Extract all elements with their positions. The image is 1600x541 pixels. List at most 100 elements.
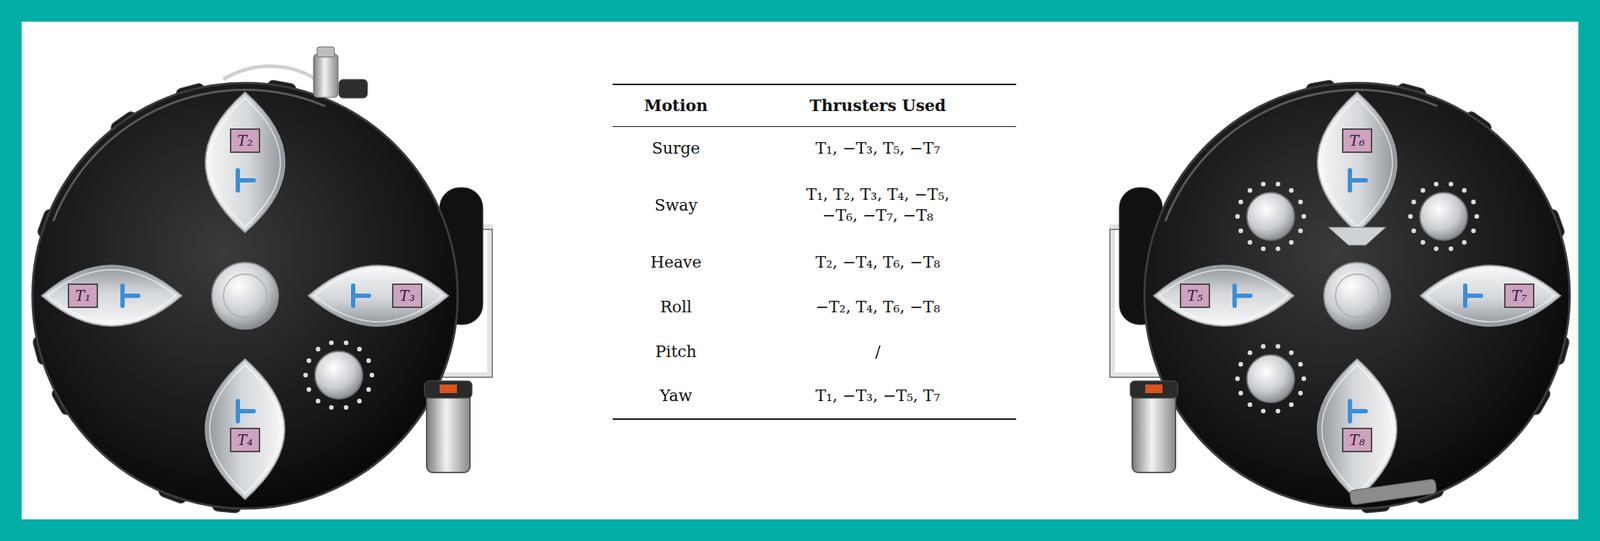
battery-canister <box>1130 380 1178 473</box>
led-dot <box>1298 390 1303 395</box>
table-cell: Thrusters Used <box>739 84 1017 127</box>
battery-cap <box>424 380 473 398</box>
led-dot <box>1261 343 1266 349</box>
pod-rim <box>314 269 443 322</box>
led-dot <box>343 340 349 345</box>
robot-body <box>1144 82 1570 509</box>
table-row: MotionThrusters Used <box>612 84 1017 127</box>
thruster-icon <box>1465 285 1482 306</box>
pod-shell <box>41 265 182 326</box>
table-cell: T₁, −T₃, T₅, −T₇ <box>739 126 1017 171</box>
led-dot <box>315 398 320 403</box>
led-dot <box>1275 343 1280 349</box>
thruster-label: T₄ <box>229 427 261 452</box>
table-cell: T₁, −T₃, −T₅, T₇ <box>739 374 1017 419</box>
thruster-label: T₃ <box>392 283 423 308</box>
led-dot <box>366 387 371 392</box>
top-connector <box>223 46 368 99</box>
led-dot <box>1238 390 1243 395</box>
thruster-id: T₄ <box>237 431 253 448</box>
led-dot <box>1288 240 1293 245</box>
motion-name: Heave <box>650 252 702 271</box>
led-dot <box>366 358 371 363</box>
motion-name: Roll <box>660 297 692 316</box>
light-lens <box>1419 192 1468 240</box>
center-disc <box>211 262 279 329</box>
motion-name: Surge <box>651 139 700 158</box>
table-row: Roll−T₂, T₄, T₆, −T₈ <box>612 284 1017 330</box>
pod-shell <box>1420 265 1561 326</box>
center-disc <box>1323 262 1391 329</box>
led-dot <box>1261 246 1266 251</box>
thruster-list: T₂, −T₄, T₆, −T₈ <box>815 252 940 271</box>
pod-shell <box>205 92 285 233</box>
thruster-list: T₁, −T₃, T₅, −T₇ <box>815 139 940 158</box>
thruster-pod <box>1153 265 1294 326</box>
led-dot <box>1461 188 1466 193</box>
thruster-icon <box>1349 170 1366 191</box>
led-dot <box>1470 228 1476 233</box>
led-dot <box>1247 240 1252 245</box>
thruster-label: T₇ <box>1504 283 1535 308</box>
light-ring <box>1235 343 1306 413</box>
led-dot <box>1434 246 1439 251</box>
pod-rim <box>1159 269 1288 322</box>
battery-body <box>1132 385 1176 473</box>
led-dot <box>1448 246 1453 251</box>
thruster-label: T₅ <box>1179 283 1211 308</box>
led-dot <box>1448 181 1453 186</box>
light-ring <box>1235 181 1306 251</box>
pod-rim <box>209 98 281 227</box>
thruster-id: T₈ <box>1349 431 1365 448</box>
led-dot <box>1261 181 1266 186</box>
pod-rim <box>1426 269 1555 322</box>
table-row: Heave T₂, −T₄, T₆, −T₈ <box>612 240 1017 285</box>
table-cell: Heave <box>612 240 740 285</box>
led-dot <box>1411 199 1416 204</box>
center-disc-ring <box>1335 273 1379 318</box>
led-dot <box>1434 181 1439 186</box>
thruster-icon <box>1349 400 1366 421</box>
pod-rim <box>209 364 281 493</box>
table-row: SwayT₁, T₂, T₃, T₄, −T₅, −T₆, −T₇, −T₈ <box>612 170 1017 240</box>
battery-canister <box>424 380 473 473</box>
thruster-list: / <box>874 342 880 361</box>
led-dot <box>315 346 320 351</box>
thruster-id: T₆ <box>1349 132 1365 149</box>
led-dot <box>1470 199 1476 204</box>
led-dot <box>1275 246 1280 251</box>
light-lens <box>1246 354 1295 403</box>
battery-body <box>426 385 470 473</box>
table-row: YawT₁, −T₃, −T₅, T₇ <box>612 374 1017 419</box>
thruster-label: T₁ <box>67 283 99 308</box>
led-dot <box>1474 214 1479 219</box>
led-dot <box>1238 228 1243 233</box>
robot-body <box>32 82 458 509</box>
led-dot <box>1298 361 1303 367</box>
battery-band <box>439 384 457 393</box>
table-cell: T₂, −T₄, T₆, −T₈ <box>739 240 1017 285</box>
led-dot <box>1247 350 1252 355</box>
led-dot <box>1298 228 1303 233</box>
valve-body <box>313 54 339 98</box>
notch <box>1328 227 1386 246</box>
table-cell: Yaw <box>612 374 740 419</box>
led-dot <box>306 358 311 363</box>
cable <box>223 66 325 87</box>
table-cell: Pitch <box>612 329 740 375</box>
pod-shell <box>1153 265 1294 326</box>
led-dot <box>1298 199 1303 204</box>
led-dot <box>1288 402 1293 407</box>
robot-view <box>31 46 493 514</box>
thruster-pod <box>1317 358 1397 499</box>
bottom-grille <box>1349 478 1438 506</box>
led-dot <box>369 372 375 377</box>
thruster-icon <box>237 170 254 191</box>
pod-shell <box>1317 358 1397 499</box>
led-dot <box>1238 199 1243 204</box>
center-disc-ring <box>223 273 267 318</box>
thruster-icon <box>353 285 370 306</box>
motion-table: MotionThrusters UsedSurge T₁, −T₃, T₅, −T… <box>612 83 1017 420</box>
motion-table-grid: MotionThrusters UsedSurge T₁, −T₃, T₅, −T… <box>612 83 1017 420</box>
